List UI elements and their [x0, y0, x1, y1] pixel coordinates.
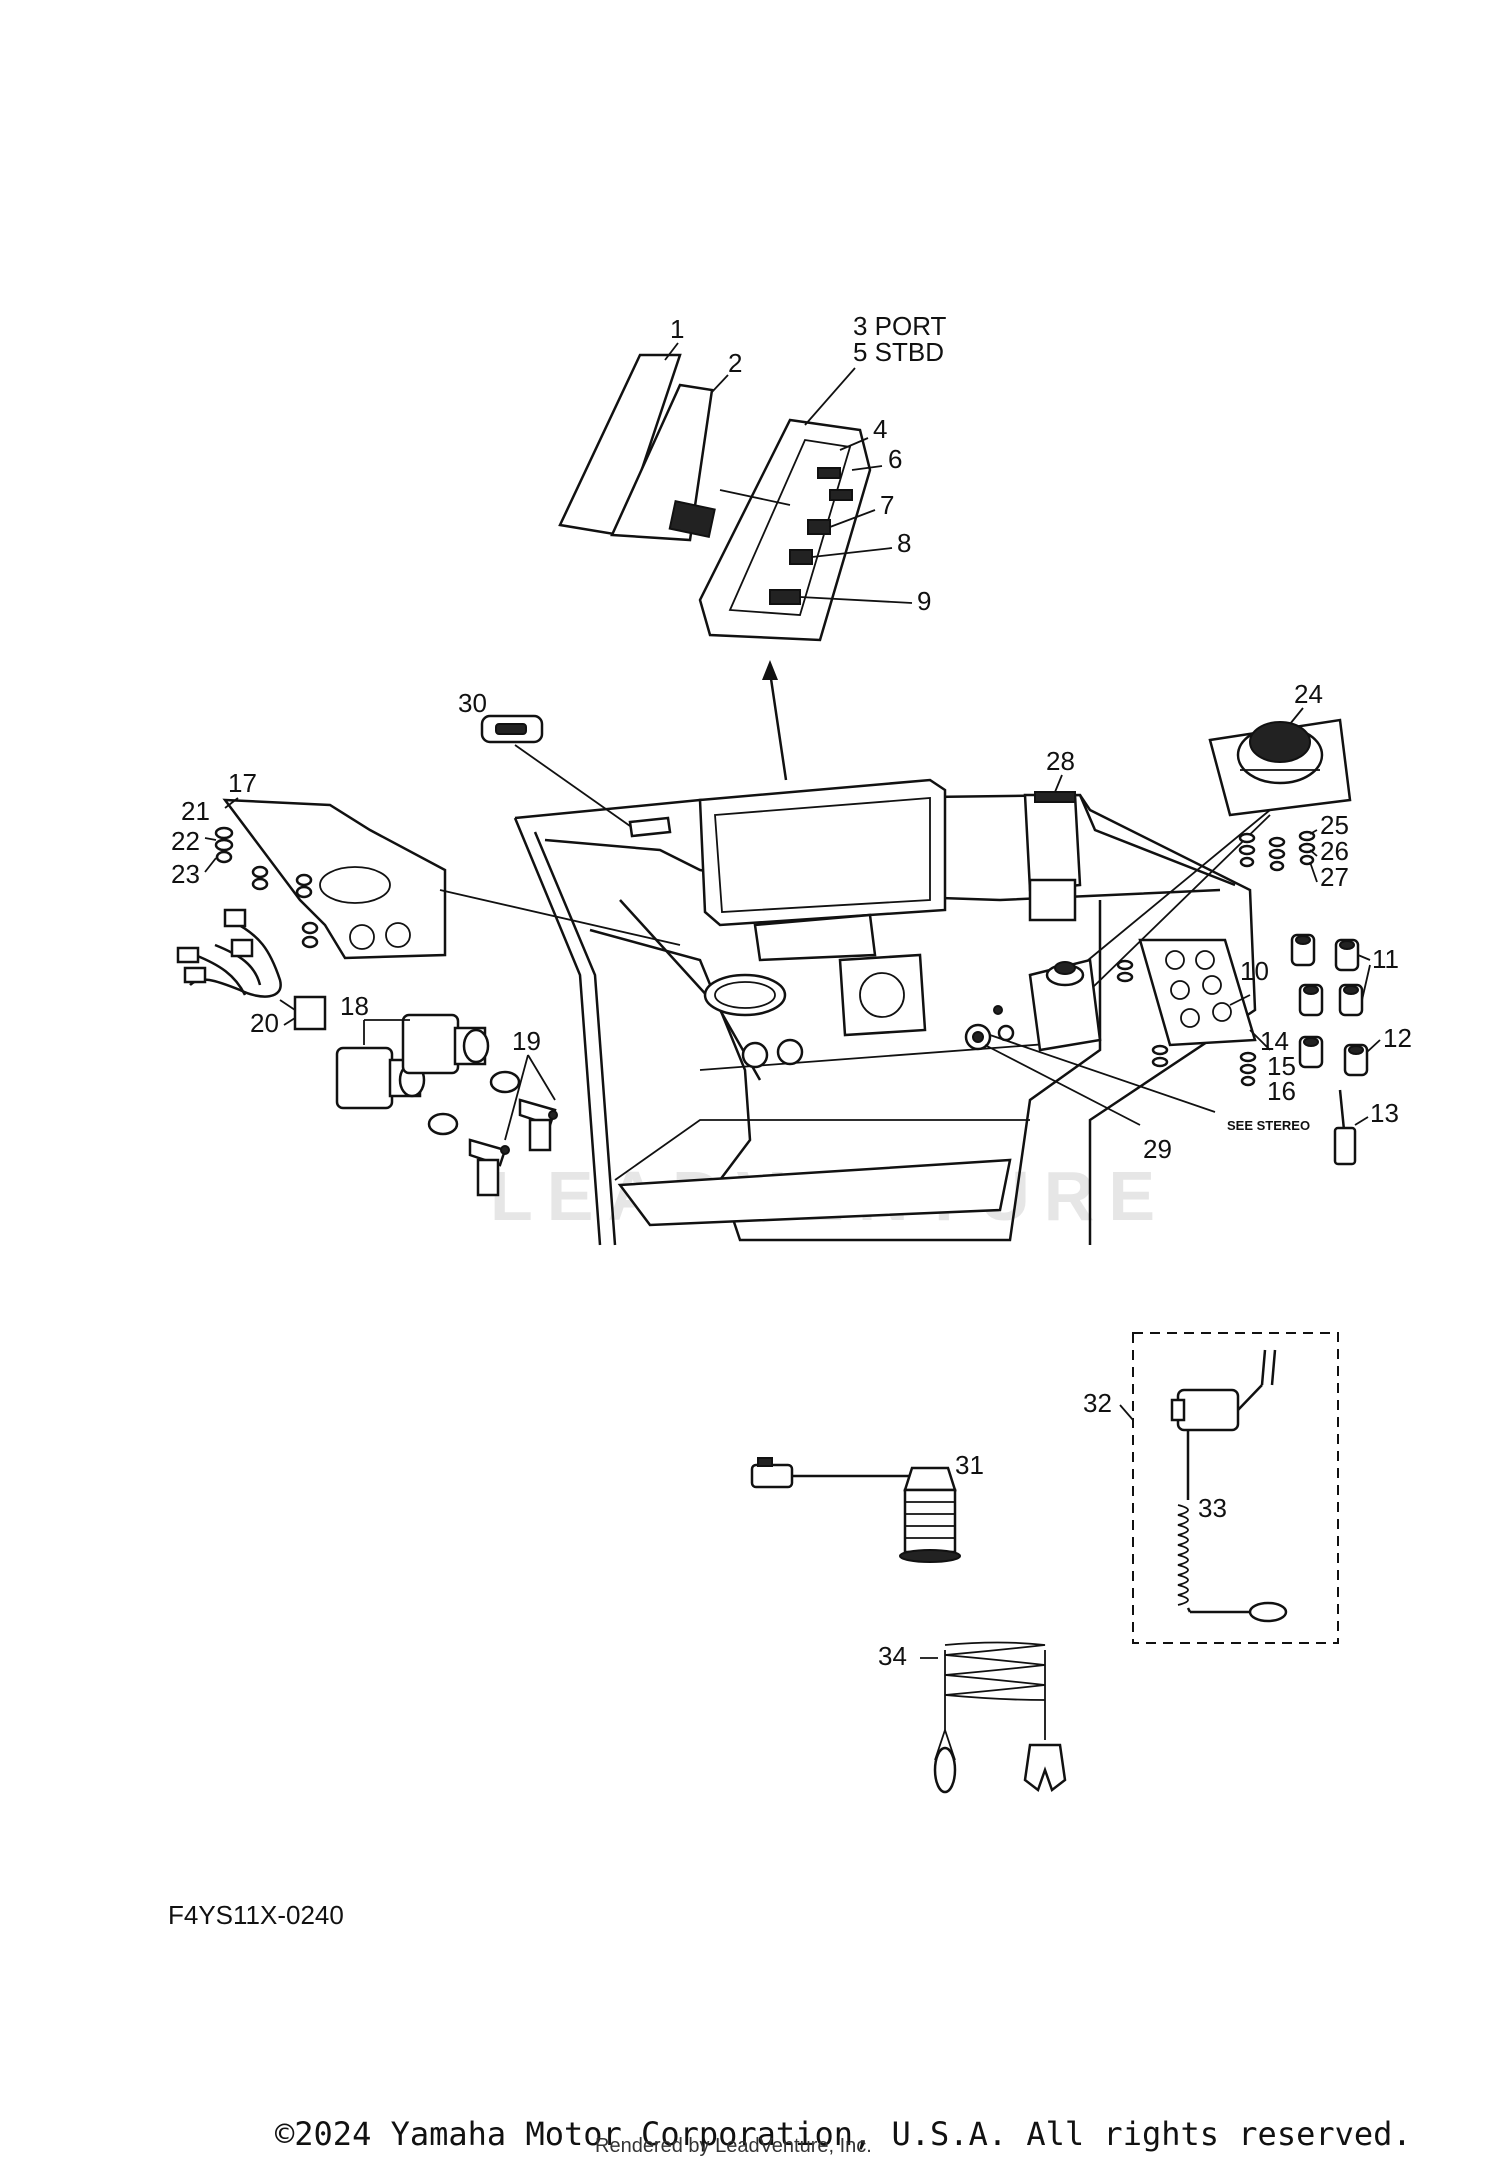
callout-13: 13	[1370, 1098, 1399, 1128]
callout-11: 11	[1372, 944, 1399, 974]
part-8-switch[interactable]	[789, 549, 813, 565]
washers-25-27[interactable]	[1238, 830, 1316, 872]
part-3-housing[interactable]	[698, 418, 872, 642]
console-knob-left[interactable]	[741, 1041, 769, 1069]
part-7-switch[interactable]	[807, 519, 831, 535]
washers-14-16[interactable]	[1239, 1051, 1257, 1087]
callout-15: 15	[1267, 1051, 1296, 1081]
console-joystick-base	[1028, 958, 1102, 1052]
part-20-harness[interactable]	[176, 908, 327, 1031]
assembly-arrow	[768, 671, 788, 781]
callout-1: 1	[670, 314, 684, 344]
part-29-outlet[interactable]	[964, 1005, 1015, 1051]
rendered-by-credit: Rendered by LeadVenture, Inc.	[595, 2135, 872, 2157]
part-9-switch[interactable]	[769, 589, 801, 605]
callout-10: 10	[1240, 956, 1269, 986]
callout-22: 22	[171, 826, 200, 856]
callout-27: 27	[1320, 862, 1349, 892]
part-24-joystick[interactable]	[1208, 718, 1352, 817]
part-6-clip[interactable]	[829, 489, 853, 501]
callout-5-stbd: 5 STBD	[853, 337, 944, 367]
part-17-panel[interactable]	[222, 798, 447, 960]
part-4-clip[interactable]	[817, 467, 841, 479]
callout-7: 7	[880, 490, 894, 520]
callout-32: 32	[1083, 1388, 1112, 1418]
console-display[interactable]	[698, 778, 947, 962]
callout-6: 6	[888, 444, 902, 474]
callout-29: 29	[1143, 1134, 1172, 1164]
part-12-switches[interactable]	[1298, 1035, 1369, 1077]
callout-4: 4	[873, 414, 887, 444]
part-13-sensor[interactable]	[1333, 1089, 1357, 1166]
copyright-notice: ©2024 Yamaha Motor Corporation, U.S.A. A…	[275, 2115, 1412, 2153]
part-2-display[interactable]	[610, 383, 714, 542]
callout-33: 33	[1198, 1493, 1227, 1523]
callout-31: 31	[955, 1450, 984, 1480]
part-18-ignition-switch[interactable]	[335, 1013, 490, 1110]
part-32-kit-box	[1132, 1332, 1339, 1644]
part-31-switch[interactable]	[750, 1457, 961, 1563]
callout-23: 23	[171, 859, 200, 889]
arrow-head	[762, 660, 778, 680]
callout-21: 21	[181, 796, 210, 826]
see-stereo-note: SEE STEREO	[1227, 1118, 1310, 1133]
center-plate	[838, 953, 927, 1037]
callout-14: 14	[1260, 1026, 1289, 1056]
callout-3-port: 3 PORT	[853, 311, 947, 341]
callout-18: 18	[340, 991, 369, 1021]
part-19-keys[interactable]	[427, 1070, 558, 1197]
washers-21-23[interactable]	[214, 826, 319, 949]
callout-19: 19	[512, 1026, 541, 1056]
part-34-lanyard[interactable]	[933, 1641, 1067, 1794]
callout-8: 8	[897, 528, 911, 558]
callout-30: 30	[458, 688, 487, 718]
part-30-switch[interactable]	[480, 714, 544, 744]
callout-28: 28	[1046, 746, 1075, 776]
callout-20: 20	[250, 1008, 279, 1038]
callout-25: 25	[1320, 810, 1349, 840]
part-10-switch-plate[interactable]	[1138, 938, 1257, 1047]
part-33-lanyard-switch[interactable]	[1170, 1349, 1288, 1623]
harness-connector	[293, 995, 327, 1031]
callout-26: 26	[1320, 836, 1349, 866]
part-2-connector	[668, 499, 716, 539]
leader-17	[439, 889, 681, 946]
cup-holder	[703, 973, 787, 1017]
diagram-code: F4YS11X-0240	[168, 1900, 344, 1930]
callout-2: 2	[728, 348, 742, 378]
callout-12: 12	[1383, 1023, 1412, 1053]
part-11-switches[interactable]	[1290, 933, 1364, 1017]
callout-17: 17	[228, 768, 257, 798]
part-28-holder[interactable]	[1023, 791, 1082, 922]
callout-16: 16	[1267, 1076, 1296, 1106]
callout-9: 9	[917, 586, 931, 616]
callout-24: 24	[1294, 679, 1323, 709]
callout-34: 34	[878, 1641, 907, 1671]
console-lower-panel	[617, 1158, 1012, 1227]
gauge-assembly	[558, 353, 872, 642]
console-knob-right[interactable]	[776, 1038, 804, 1066]
console-washer	[1116, 959, 1134, 971]
